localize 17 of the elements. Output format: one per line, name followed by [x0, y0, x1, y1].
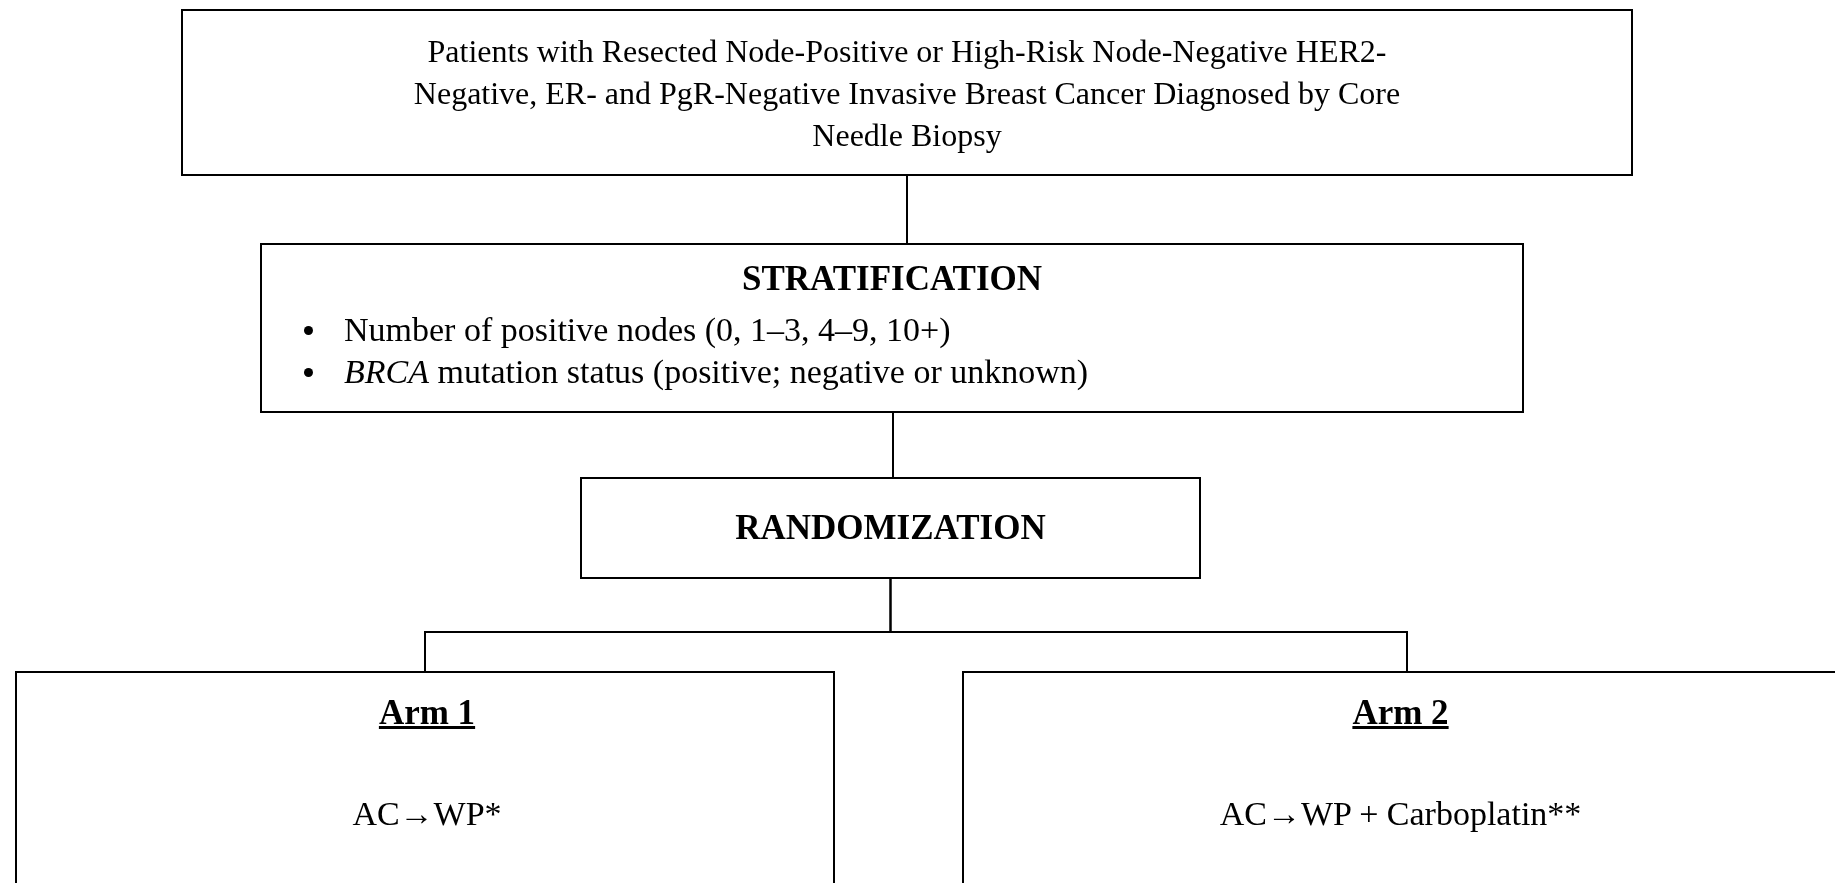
box-heading: RANDOMIZATION [735, 508, 1046, 548]
process-box [15, 671, 835, 883]
connector-line [892, 412, 894, 478]
process-box [580, 477, 1201, 579]
bullet-text: Number of positive nodes (0, 1–3, 4–9, 10+) [344, 311, 951, 348]
box-text: Patients with Resected Node-Positive or High-Risk Node-Negative HER2-Negative, ER- and PgR-Negative Invasive Breast Cancer Diagnosed by Core Needle Biopsy [412, 31, 1402, 155]
bullet-text: BRCA mutation status (positive; negative or unknown) [344, 353, 1089, 390]
connector-line [889, 578, 1408, 672]
process-box [181, 9, 1633, 176]
treatment-text: AC→WP* [352, 795, 502, 833]
connector-line [906, 175, 908, 244]
arm-heading: Arm 2 [1352, 693, 1449, 733]
arm-heading: Arm 1 [378, 693, 476, 733]
process-box [260, 243, 1524, 413]
box-heading: STRATIFICATION [741, 259, 1043, 299]
treatment-text: AC→WP + Carboplatin** [1219, 795, 1582, 833]
process-box [962, 671, 1835, 883]
